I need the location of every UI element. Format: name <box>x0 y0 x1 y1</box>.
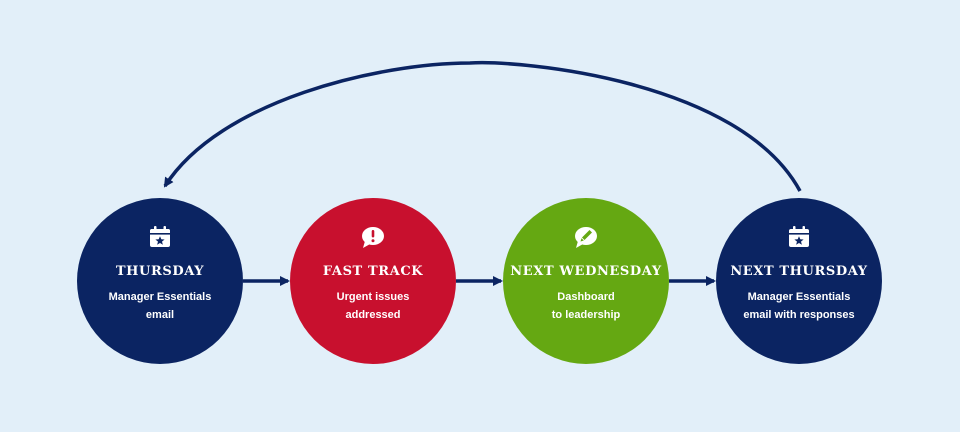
step-title: NEXT WEDNESDAY <box>510 264 662 279</box>
step-description: Manager Essentials email with responses <box>743 291 855 321</box>
loop-back-arrow <box>163 60 802 192</box>
step-next-thursday: NEXT THURSDAY Manager Essentials email w… <box>716 198 882 364</box>
step-description: Urgent issues addressed <box>336 291 410 321</box>
step-description: Dashboard to leadership <box>551 291 621 321</box>
step-title: NEXT THURSDAY <box>730 264 868 279</box>
calendar-star-icon <box>789 226 809 247</box>
step-next-wednesday: NEXT WEDNESDAY Dashboard to leadership <box>503 198 669 364</box>
step-description: Manager Essentials email <box>108 291 212 321</box>
step-title: THURSDAY <box>115 264 205 279</box>
calendar-star-icon <box>150 226 170 247</box>
step-title: FAST TRACK <box>322 264 424 279</box>
alert-speech-bubble-icon <box>362 227 384 248</box>
step-fast-track: FAST TRACK Urgent issues addressed <box>290 198 456 364</box>
step-thursday: THURSDAY Manager Essentials email <box>77 198 243 364</box>
pencil-speech-bubble-icon <box>575 227 597 248</box>
